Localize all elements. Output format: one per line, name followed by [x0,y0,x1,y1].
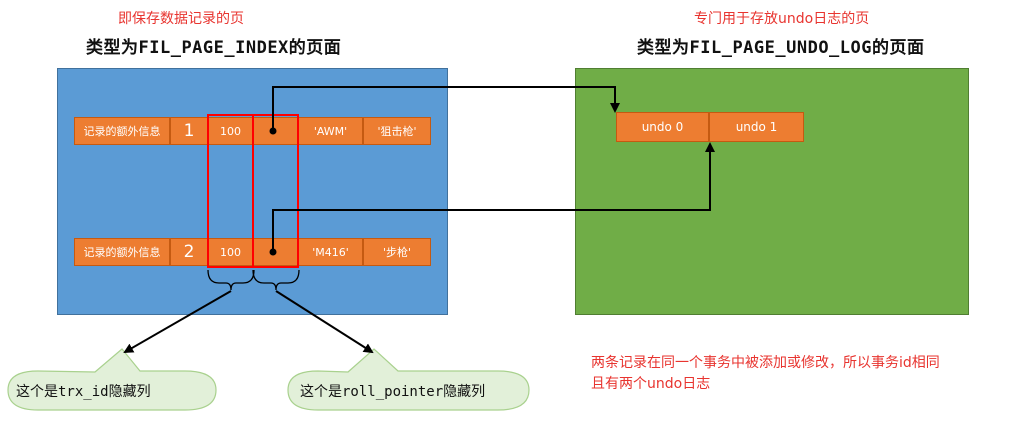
trx-id-brace [207,269,255,291]
left-page-caption: 即保存数据记录的页 [118,11,244,27]
note-line-1: 两条记录在同一个事务中被添加或修改，所以事务id相同 [591,355,940,371]
trx-id-callout-bubble [7,348,217,411]
record-id: 2 [170,238,208,266]
undo-log-1: undo 1 [709,112,804,142]
trx-id-cell: 100 [208,238,253,266]
undo-log-0: undo 0 [616,112,709,142]
record-id: 1 [170,117,208,145]
record-col2: '步枪' [363,238,431,266]
right-page-title: 类型为FIL_PAGE_UNDO_LOG的页面 [637,38,925,58]
roll-pointer-callout-bubble [287,348,530,411]
roll-pointer-callout-text: 这个是roll_pointer隐藏列 [300,384,486,400]
pointer-arrow-record1-to-undo0 [269,86,620,135]
roll-pointer-brace [252,269,300,291]
record-extra-info: 记录的额外信息 [74,238,170,266]
record-col1: 'M416' [298,238,363,266]
right-page-caption: 专门用于存放undo日志的页 [694,11,870,27]
record-col1: 'AWM' [298,117,363,145]
record-extra-info: 记录的额外信息 [74,117,170,145]
trx-id-callout-text: 这个是trx_id隐藏列 [16,384,151,400]
pointer-arrow-record2-to-undo1 [269,142,715,256]
record-col2: '狙击枪' [363,117,431,145]
note-line-2: 且有两个undo日志 [591,376,711,392]
undo-log-page [575,68,969,315]
roll-pointer-column-highlight [252,114,299,268]
roll-pointer-callout-arrow [275,290,374,354]
trx-id-callout-arrow [123,290,232,353]
left-page-title: 类型为FIL_PAGE_INDEX的页面 [86,38,342,58]
